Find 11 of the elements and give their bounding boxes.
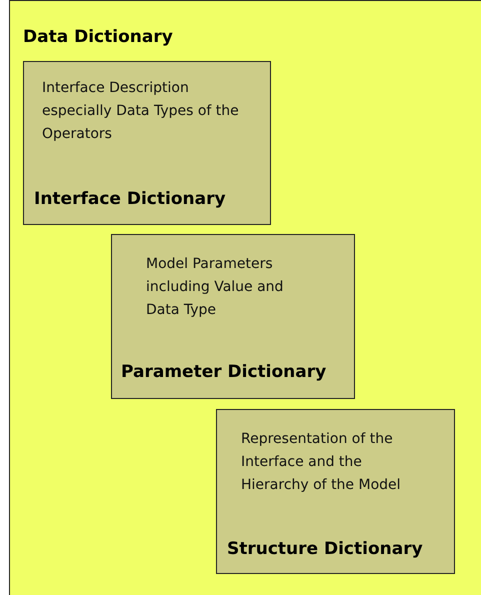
description-text: Representation of the Interface and the Hierarchy of the Model [241, 430, 402, 495]
box-heading: Parameter Dictionary [121, 362, 326, 382]
description-text: Model Parameters including Value and Data Type [146, 255, 284, 320]
container-title: Data Dictionary [23, 27, 173, 47]
dictionary-box [23, 61, 271, 225]
dictionary-box [216, 409, 455, 574]
description-text: Interface Description especially Data Types of the Operators [42, 79, 240, 144]
box-heading: Interface Dictionary [34, 189, 226, 209]
outer-container [9, 0, 481, 595]
box-heading: Structure Dictionary [227, 539, 423, 559]
dictionary-box [111, 234, 355, 399]
